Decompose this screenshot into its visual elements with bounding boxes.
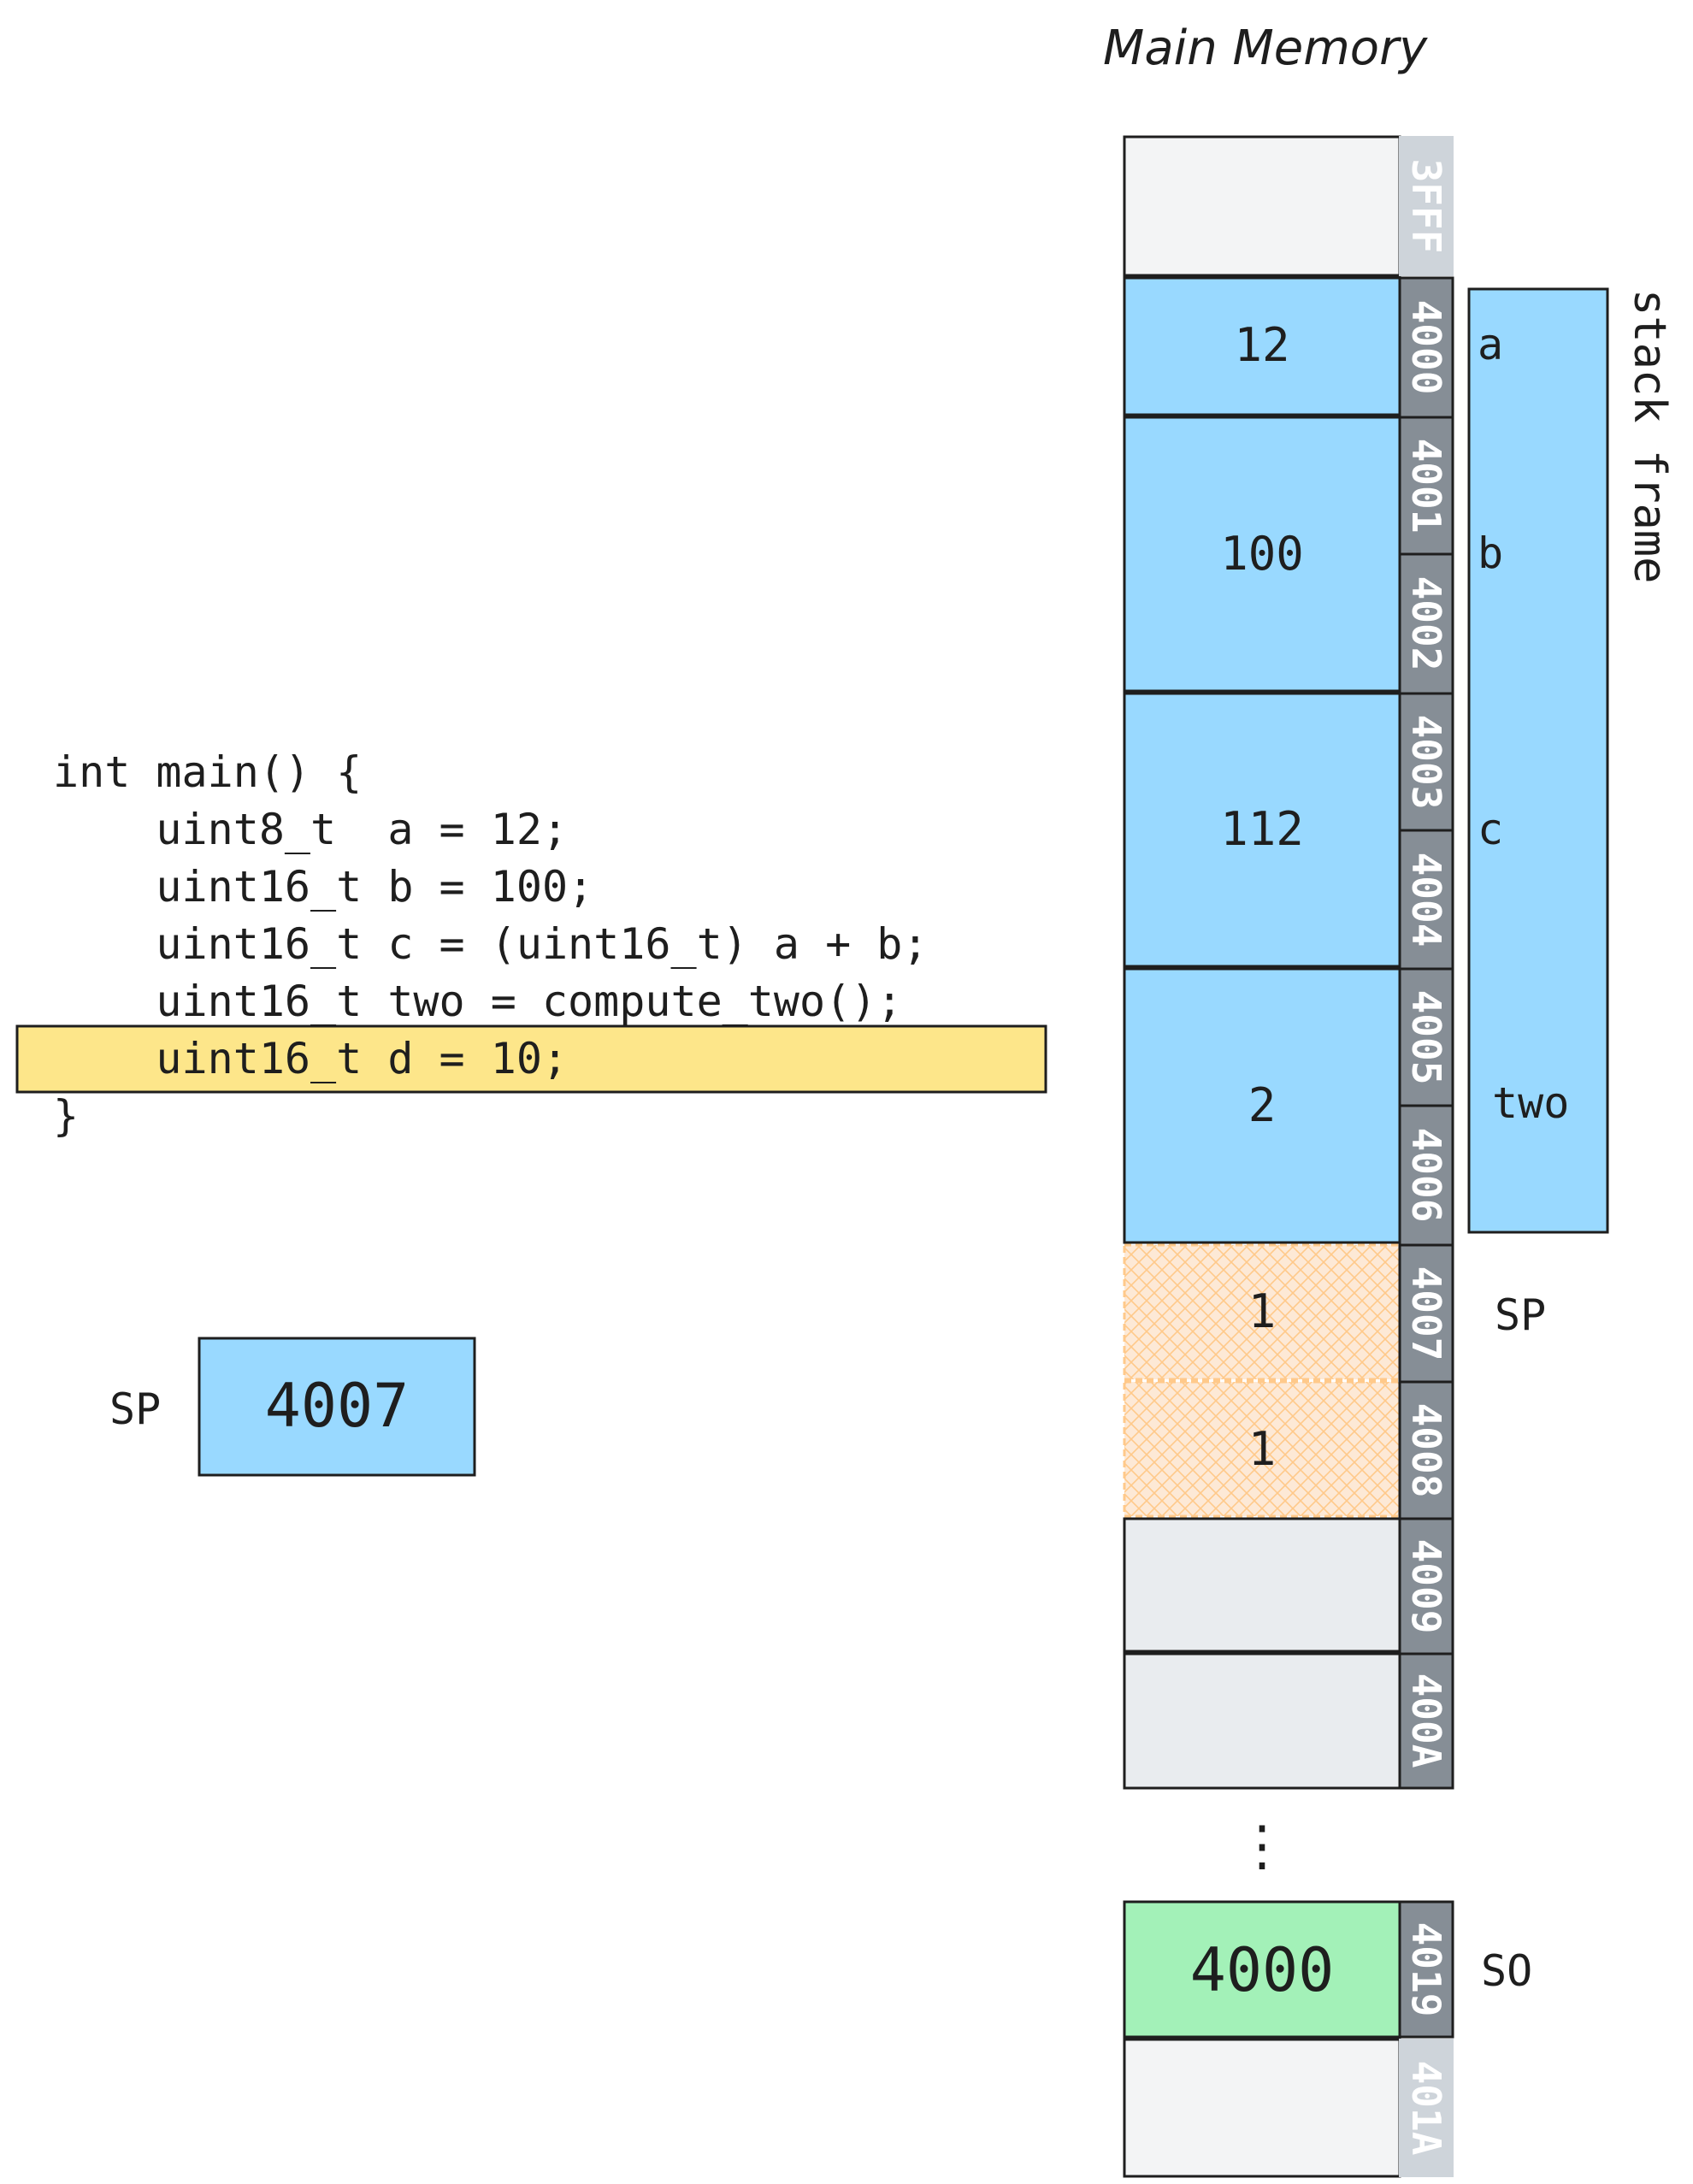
- address-label: 4000: [1403, 300, 1449, 395]
- cell-value-c: 112: [1220, 802, 1304, 856]
- memory-cell-4009: [1123, 1517, 1401, 1653]
- address-label: 401A: [1403, 2061, 1449, 2156]
- code-line-highlighted: uint16_t d = 10;: [53, 1034, 568, 1083]
- address-label: 4009: [1403, 1539, 1449, 1634]
- sp-register-label: SP: [109, 1384, 161, 1434]
- address-label: 4008: [1403, 1403, 1449, 1498]
- code-line: uint16_t b = 100;: [53, 862, 593, 912]
- memory-cell-400a: [1123, 1652, 1401, 1790]
- memory-cell-a: [1123, 276, 1401, 416]
- code-line: int main() {: [53, 747, 362, 797]
- address-label: 4002: [1403, 576, 1449, 671]
- stack-frame-bar: [1467, 287, 1609, 1234]
- var-label-a: a: [1478, 320, 1503, 369]
- so-marker: SO: [1481, 1946, 1532, 1996]
- diagram-title: Main Memory: [1103, 21, 1428, 76]
- code-line: }: [53, 1091, 79, 1141]
- var-label-c: c: [1478, 805, 1503, 854]
- address-label: 4007: [1403, 1266, 1449, 1361]
- var-label-b: b: [1478, 528, 1503, 578]
- address-label: 4006: [1403, 1128, 1449, 1223]
- memory-cell-b: [1123, 416, 1401, 693]
- memory-cell-temp-1: [1123, 1243, 1401, 1381]
- cell-value-saved: 4000: [1190, 1935, 1335, 2005]
- cell-value-two: 2: [1248, 1078, 1277, 1132]
- code-line: uint16_t two = compute_two();: [53, 977, 902, 1026]
- memory-cell-saved: [1123, 1900, 1401, 2039]
- var-label-two: two: [1492, 1078, 1569, 1128]
- address-label: 4004: [1403, 853, 1449, 947]
- address-label: 3FFF: [1403, 159, 1449, 254]
- code-line: uint16_t c = (uint16_t) a + b;: [53, 919, 929, 969]
- address-label: 4003: [1403, 715, 1449, 810]
- cell-value-a: 12: [1234, 318, 1289, 372]
- stack-frame: a b c two stack frame: [1467, 287, 1675, 1234]
- memory-cell-temp-2: [1123, 1380, 1401, 1518]
- address-label: 4019: [1403, 1922, 1449, 2017]
- memory-cell-401a: [1123, 2038, 1401, 2178]
- sp-marker: SP: [1495, 1290, 1546, 1340]
- sp-register: SP 4007: [109, 1337, 476, 1477]
- code-block: int main() { uint8_t a = 12; uint16_t b …: [15, 747, 1047, 1141]
- sp-register-value: 4007: [265, 1371, 410, 1441]
- cell-value-temp-2: 1: [1248, 1422, 1277, 1476]
- memory-cell-3fff: [1123, 135, 1401, 277]
- sp-register-box: [198, 1337, 476, 1477]
- address-label: 400A: [1403, 1673, 1449, 1768]
- highlight-bar: [15, 1024, 1047, 1094]
- ellipsis: ⋮: [1235, 1815, 1289, 1878]
- code-line: uint8_t a = 12;: [53, 805, 568, 854]
- cell-value-temp-1: 1: [1248, 1284, 1277, 1338]
- address-label: 4001: [1403, 439, 1449, 534]
- address-label: 4005: [1403, 990, 1449, 1085]
- cell-value-b: 100: [1220, 527, 1304, 581]
- stack-frame-label: stack frame: [1624, 289, 1675, 583]
- memory-column: 3FFF 4000 4001 4002 4003 4004 4005 4006 …: [1123, 135, 1454, 2178]
- memory-cell-c: [1123, 692, 1401, 968]
- memory-cell-two: [1123, 967, 1401, 1244]
